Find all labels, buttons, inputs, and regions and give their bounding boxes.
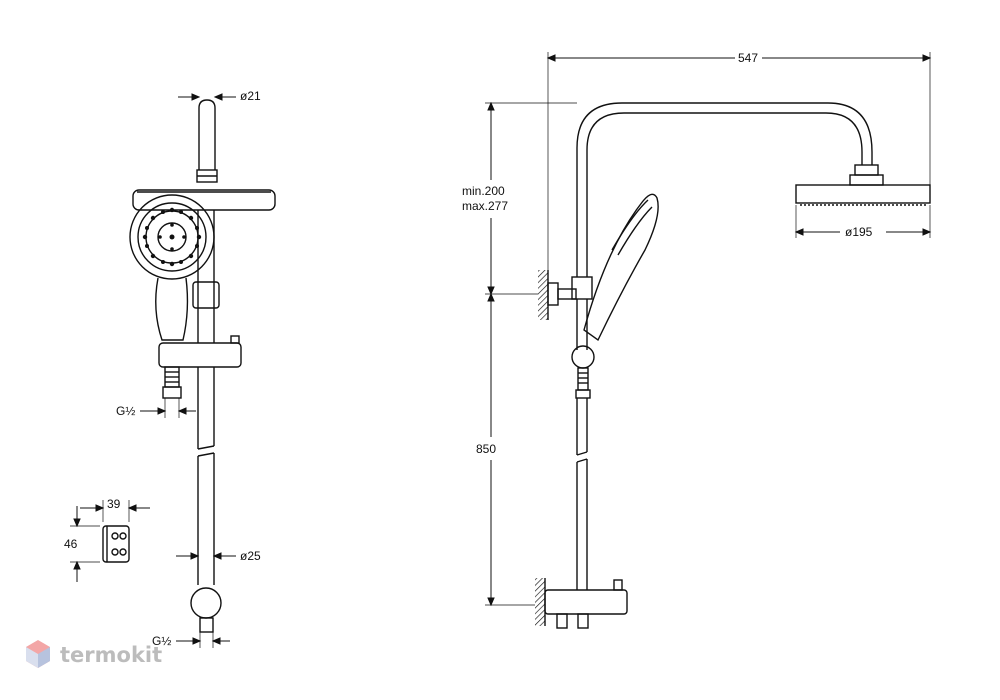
cube-icon bbox=[26, 640, 50, 668]
hand-shower-nozzles bbox=[142, 207, 202, 267]
rain-shower-head bbox=[795, 184, 931, 204]
front-view-labels: ø21 G½ ø25 G½ 39 46 bbox=[64, 89, 261, 648]
side-view-dimensions bbox=[485, 52, 932, 607]
watermark-brand: termokit bbox=[60, 643, 162, 667]
thermostatic-mixer bbox=[544, 589, 628, 615]
hand-shower bbox=[129, 194, 215, 341]
overhead-pipe bbox=[576, 102, 873, 277]
dim-head-diameter: ø195 bbox=[845, 225, 873, 239]
side-view bbox=[535, 102, 931, 629]
front-view-dimensions bbox=[70, 93, 236, 648]
dim-height-min: min.200 bbox=[462, 184, 505, 198]
dim-inlet-thread-left: G½ bbox=[116, 404, 135, 418]
hand-shower-holder bbox=[571, 345, 595, 369]
dim-rail-diameter: ø25 bbox=[240, 549, 261, 563]
side-view-labels: 547 ø195 min.200 max.277 850 bbox=[462, 51, 873, 456]
dim-rail-height: 850 bbox=[476, 442, 496, 456]
top-pipe bbox=[198, 99, 216, 170]
dim-bracket-width: 39 bbox=[107, 497, 121, 511]
watermark: termokit bbox=[26, 640, 162, 668]
hand-shower-slider bbox=[192, 281, 220, 309]
dim-height-max: max.277 bbox=[462, 199, 508, 213]
hand-shower-side bbox=[583, 193, 659, 342]
dim-inlet-thread-bottom: G½ bbox=[152, 634, 171, 648]
dim-top-pipe-diameter: ø21 bbox=[240, 89, 261, 103]
bottom-knob bbox=[190, 587, 222, 619]
front-view bbox=[102, 99, 276, 633]
dim-overall-width: 547 bbox=[738, 51, 758, 65]
wall-bracket bbox=[102, 525, 130, 563]
wall-mount-upper bbox=[538, 270, 548, 320]
shower-head-plate bbox=[132, 189, 276, 211]
mixer-body bbox=[158, 342, 242, 368]
wall-mount-lower bbox=[535, 578, 545, 626]
dim-bracket-height: 46 bbox=[64, 537, 78, 551]
